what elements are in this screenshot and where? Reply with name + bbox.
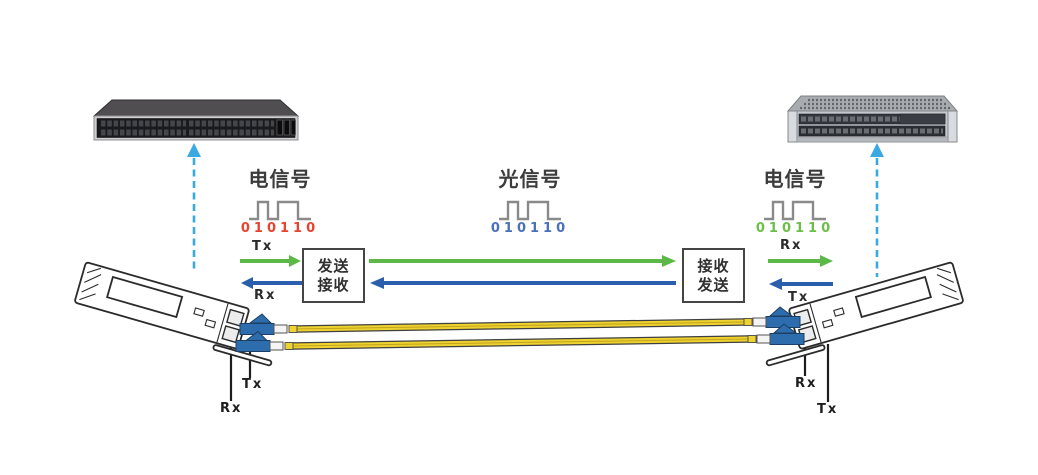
waveform-icon-electrical-right [764,200,826,221]
module-left-rx-label: Rx [220,401,243,416]
waveform-icon-optical [499,200,561,221]
bits-electrical-right: 010110 [755,221,835,236]
rx-arrow-right-icon [768,255,833,267]
optical-arrow-forward-icon [369,255,676,267]
transceiver-box-left-line2: 接收 [317,275,350,294]
uplink-arrow-left-icon [187,143,201,272]
switch-left [92,99,300,141]
transceiver-box-left: 发送 接收 [302,248,365,303]
bits-optical: 010110 [490,221,570,236]
label-rx-left: Rx [254,288,277,303]
lc-connector-left-top [239,313,298,335]
module-right-tx-label: Tx [817,402,839,417]
lc-connector-left-bottom [235,330,294,352]
label-rx-right: Rx [780,238,803,253]
uplink-arrow-right-icon [870,143,884,277]
lc-connector-right-bottom [747,323,805,345]
waveform-icon-electrical-left [249,200,311,221]
tx-arrow-right-icon [769,278,833,290]
transceiver-box-right-line2: 发送 [697,275,730,294]
label-optical-signal: 光信号 [498,167,562,191]
fiber-cable-top [295,318,745,333]
label-tx-right: Tx [788,290,810,305]
sfp-module-left [74,261,273,367]
fiber-cable-bottom [291,335,749,350]
tx-arrow-left-icon [240,255,301,267]
label-electrical-signal-right: 电信号 [763,167,827,191]
module-right-rx-label: Rx [795,376,818,391]
switch-right [786,95,959,143]
label-electrical-signal-left: 电信号 [248,167,312,191]
label-tx-left: Tx [252,239,274,254]
rx-arrow-left-icon [241,277,302,289]
transceiver-box-right-line1: 接收 [697,256,730,275]
transceiver-box-right: 接收 发送 [682,248,745,303]
module-left-tx-label: Tx [242,377,264,392]
sfp-module-right [765,261,964,367]
bits-electrical-left: 010110 [240,221,320,236]
optical-arrow-backward-icon [370,277,676,289]
transceiver-box-left-line1: 发送 [317,256,350,275]
